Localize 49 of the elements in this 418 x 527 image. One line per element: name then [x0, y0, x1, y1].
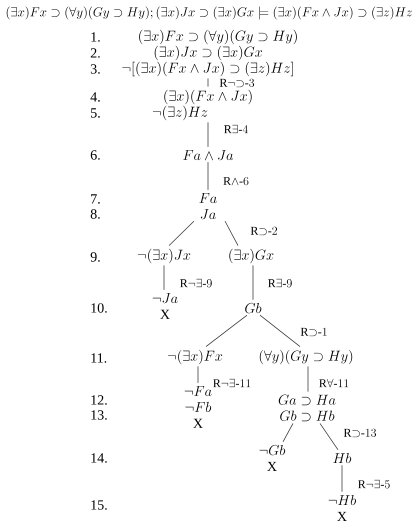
formula: $Gb$ — [245, 302, 262, 314]
branch-line — [224, 220, 238, 246]
rule-label: $\mathrm{R}{\wedge}\mbox{-}6$ — [223, 176, 248, 186]
formula: $Hb$ — [333, 453, 352, 464]
formula: $(\exists x)Fx \supset (\forall y)(Gy \supset Hy)$ $(\exists x)Jx \supset (\exists x)Gx$ $\neg[(\exists x)(Fx \wedge Jx) \supset (\exists z)Hz]$ — [122, 30, 297, 76]
line-number: 4. — [90, 92, 100, 102]
branch-line — [168, 220, 194, 246]
line-number: 11. — [91, 353, 106, 363]
line-number: 12. — [91, 395, 107, 405]
formula: $\neg(\exists x)Fx$ — [168, 350, 222, 364]
branch-line — [206, 314, 248, 347]
rule-label: $\mathrm{R}\neg\exists\mbox{-}11$ — [213, 378, 250, 388]
branch-line — [260, 314, 300, 347]
formula: $\neg(\exists x)Jx$ — [138, 248, 190, 264]
formula: $\neg Ja$ X — [152, 293, 178, 319]
formula: $Ga \supset Ha$ $Gb \supset Hb$ — [278, 394, 336, 422]
branch-line — [282, 423, 294, 442]
title: $(\exists x)Fx \supset (\forall y)(Gy \supset Hy); (\exists x)Jx \supset (\exists x)Gx \models (\exists x)(Fx \wedge Jx) \supset (\exists z)Hz$ — [6, 6, 412, 20]
formula: $\neg Gb$ X — [259, 444, 286, 471]
line-number: 15. — [91, 500, 107, 510]
line-number: 6. — [90, 150, 100, 160]
line-number: 7. — [91, 194, 100, 204]
rule-label: $\mathrm{R}\forall\mbox{-}11$ — [319, 378, 348, 388]
line-number: 1. — [91, 32, 100, 42]
line-number: 3. — [90, 64, 100, 74]
line-number: 9. — [90, 252, 100, 262]
formula: $(\exists x)Gx$ — [229, 248, 274, 264]
branch-line — [320, 423, 338, 450]
rule-label: $\mathrm{R}{\supset}\mbox{-}1$ — [300, 328, 327, 336]
line-number: 5. — [91, 108, 100, 118]
formula: $\neg Fa$ $\neg Fb$ X — [184, 386, 212, 428]
line-number: 10. — [91, 303, 107, 313]
formula: $Fa$ $Ja$ — [199, 193, 217, 220]
formula: $Fa \wedge Ja$ — [183, 150, 234, 160]
rule-label: $\mathrm{R}\neg\exists\mbox{-}5$ — [358, 480, 390, 488]
line-number: 14. — [91, 453, 107, 463]
formula: $(\forall y)(Gy \supset Hy)$ — [260, 350, 352, 364]
formula: $(\exists x)(Fx \wedge Jx)$ $\neg(\exists z)Hz$ — [152, 90, 252, 120]
rule-label: $\mathrm{R}\neg\exists\mbox{-}9$ — [180, 278, 212, 288]
rule-label: $\mathrm{R}\exists\mbox{-}4$ — [224, 124, 248, 134]
formula: $\neg Hb$ X — [328, 495, 356, 521]
rule-label: $\mathrm{R}{\supset}\mbox{-}13$ — [344, 428, 376, 438]
line-number: 2. — [90, 48, 100, 58]
rule-label: $\mathrm{R}{\supset}\mbox{-}2$ — [250, 226, 278, 236]
line-number: 8. — [90, 209, 100, 219]
line-number: 13. — [91, 410, 107, 420]
rule-label: $\mathrm{R}\neg{\supset}\mbox{-}3$ — [220, 78, 254, 88]
rule-label: $\mathrm{R}\exists\mbox{-}9$ — [268, 278, 292, 288]
branch-line — [252, 265, 254, 300]
